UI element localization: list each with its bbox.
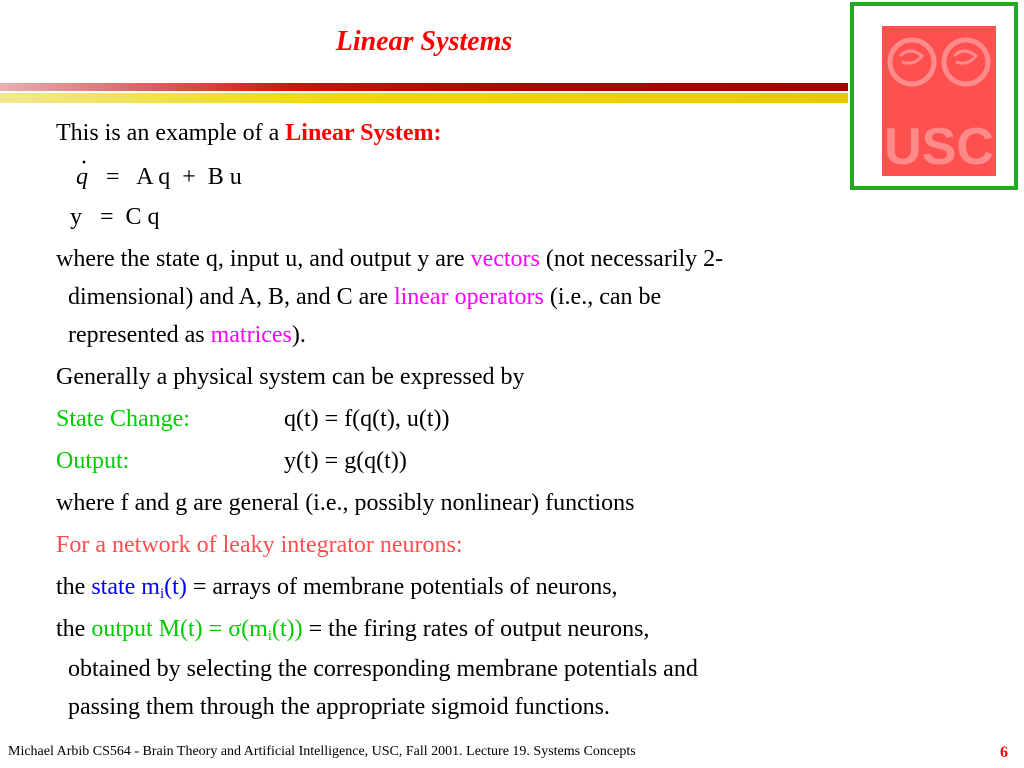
obtained-line1: obtained by selecting the corresponding … [68,656,698,682]
page-number: 6 [1000,744,1008,761]
vectors-term: vectors [470,246,540,272]
slide-title: Linear Systems [335,26,513,57]
q-dot-symbol: q· [76,150,88,190]
network-heading: For a network of leaky integrator neuron… [56,532,463,558]
state-definition-line: the state mi(t) = arrays of membrane pot… [56,574,618,602]
state-term: state mi(t) [91,574,187,602]
matrices-term: matrices [210,322,292,348]
linear-operators-term: linear operators [393,284,544,310]
para1-line1: where the state q, input u, and output y… [56,246,724,272]
equation-state: q·= A q + B u [76,150,242,190]
state-change-expr: q(t) = f(q(t), u(t)) [284,406,450,432]
where-fg-line: where f and g are general (i.e., possibl… [56,490,635,516]
linear-system-highlight: Linear System: [285,120,442,146]
logo-text: USC [884,118,994,176]
para1-line3: represented as matrices). [68,322,306,348]
generally-line: Generally a physical system can be expre… [56,364,525,390]
output-expr: y(t) = g(q(t)) [284,448,407,474]
logo-frame: USC [850,2,1018,190]
title-divider-yellow [0,93,848,103]
para1-line2: dimensional) and A, B, and C are linear … [68,284,662,310]
output-label: Output: [56,448,130,474]
obtained-line2: passing them through the appropriate sig… [68,694,610,720]
intro-line: This is an example of a Linear System: [56,120,442,146]
usc-brain-logo-icon: USC [882,26,996,176]
output-term: output M(t) = σ(mi(t)) [91,616,303,644]
equation-output: y = C q [70,204,160,230]
state-change-label: State Change: [56,406,190,432]
output-definition-line: the output M(t) = σ(mi(t)) = the firing … [56,616,650,644]
slide-footer: Michael Arbib CS564 - Brain Theory and A… [8,744,636,759]
title-divider-red [0,83,848,91]
